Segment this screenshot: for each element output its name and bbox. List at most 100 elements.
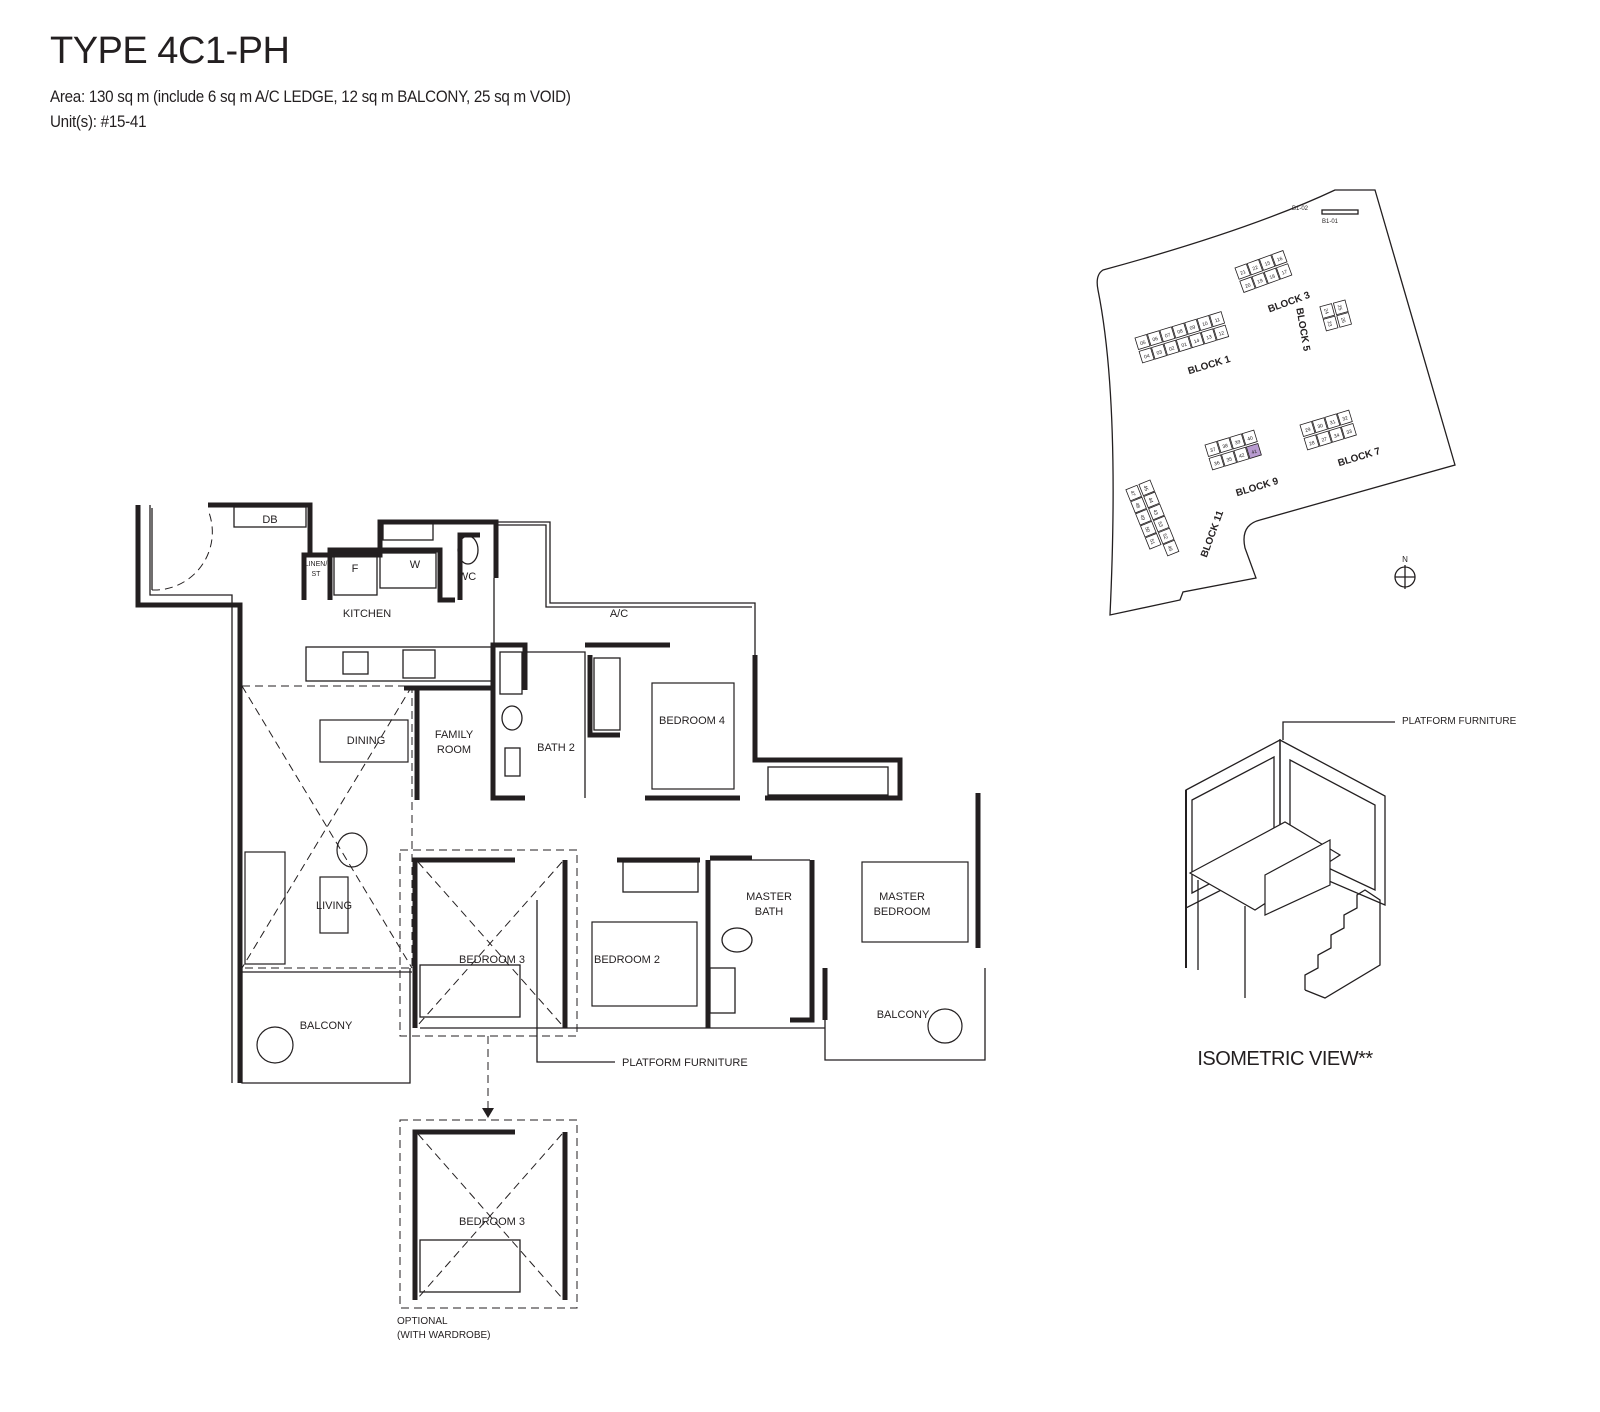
site-unit-number: 04 <box>1143 353 1150 360</box>
site-unit-number: 47 <box>1128 490 1136 498</box>
balcony-chair <box>256 1026 294 1064</box>
iso-platform-rail <box>1264 838 1331 916</box>
wall <box>412 1129 515 1300</box>
site-unit <box>1208 454 1225 471</box>
site-unit <box>1324 413 1341 430</box>
area-text: Area: 130 sq m (include 6 sq m A/C LEDGE… <box>50 88 571 106</box>
site-unit <box>1263 267 1281 285</box>
site-unit <box>1271 250 1288 267</box>
site-unit-number: 53 <box>1156 521 1164 529</box>
site-unit <box>1135 508 1152 526</box>
balcony-chair <box>927 1008 963 1044</box>
highlighted-unit <box>1245 442 1262 459</box>
wall <box>490 690 525 801</box>
site-unit-number: 12 <box>1218 330 1225 337</box>
site-unit-number: 49 <box>1138 514 1146 522</box>
site-unit-number: 07 <box>1164 332 1171 339</box>
label-bedroom3: BEDROOM 3 <box>459 954 525 966</box>
balcony-outline <box>824 968 986 1061</box>
label-master-bath-2: BATH <box>755 906 784 918</box>
site-unit-number: 33 <box>1346 429 1353 436</box>
road-marker <box>1321 209 1359 215</box>
site-unit-number: 17 <box>1281 269 1288 277</box>
shower-tray <box>709 967 736 1014</box>
site-unit-number: 43 <box>1151 509 1159 517</box>
site-unit-number: 50 <box>1143 526 1151 534</box>
wall <box>327 547 455 603</box>
site-unit-number: 26 <box>1339 317 1346 324</box>
site-unit <box>1340 422 1357 439</box>
label-master-bed-2: BEDROOM <box>874 906 931 918</box>
site-unit-number: 37 <box>1209 447 1216 454</box>
washer <box>379 552 437 589</box>
wall-inner <box>149 505 233 1083</box>
site-unit <box>1157 527 1175 545</box>
iso-title: ISOMETRIC VIEW** <box>1197 1048 1373 1070</box>
label-master-bed-1: MASTER <box>879 891 925 903</box>
site-unit-number: 08 <box>1177 328 1184 335</box>
site-unit <box>1275 263 1293 280</box>
iso-side-wall <box>1279 738 1386 906</box>
site-unit <box>1322 315 1339 332</box>
site-unit-number: 44 <box>1146 497 1154 505</box>
site-unit <box>1311 417 1328 434</box>
bed-bedroom3 <box>419 964 521 1018</box>
site-unit-number: 22 <box>1252 265 1259 273</box>
site-unit <box>1258 254 1276 271</box>
site-unit-number: 21 <box>1240 269 1247 277</box>
site-unit <box>1148 503 1165 521</box>
site-unit <box>1319 303 1336 319</box>
master-toilet <box>721 927 753 953</box>
site-unit <box>1204 440 1221 457</box>
wall <box>404 642 528 691</box>
site-unit <box>1188 332 1205 349</box>
armchair <box>336 832 368 868</box>
road-label: B1-01 <box>1322 219 1339 225</box>
site-unit <box>1134 333 1151 350</box>
label-living: LIVING <box>316 900 352 912</box>
site-unit <box>1196 314 1213 331</box>
bed-optional <box>419 1239 521 1293</box>
iso-leader <box>1282 721 1395 740</box>
wardrobe <box>767 766 889 796</box>
label-balcony-left: BALCONY <box>300 1020 353 1032</box>
wall <box>790 860 815 1023</box>
label-optional-bedroom3: BEDROOM 3 <box>459 1216 525 1228</box>
site-unit <box>1246 258 1264 276</box>
label-wc: WC <box>458 571 476 583</box>
site-unit-number: 02 <box>1168 345 1175 352</box>
site-unit-number: 40 <box>1247 435 1254 442</box>
site-unit <box>1163 339 1180 356</box>
floor-plan: DB LINEN/ ST F W WC KITCHEN A/C DINING F… <box>135 502 986 1341</box>
iso-platform <box>1188 821 1342 911</box>
label-washer: W <box>410 559 421 571</box>
site-unit-number: 18 <box>1269 273 1276 281</box>
site-unit <box>1241 429 1258 446</box>
label-fridge: F <box>352 563 359 575</box>
site-unit-number: 03 <box>1156 349 1163 356</box>
ac-ledge-outline <box>496 521 756 655</box>
site-unit <box>1139 520 1157 538</box>
void-diagonal <box>417 1133 563 1299</box>
site-unit-number: 09 <box>1189 324 1196 331</box>
balcony-outline <box>241 968 411 1084</box>
site-unit <box>1125 484 1143 502</box>
site-unit <box>1299 420 1316 437</box>
hob <box>402 649 436 679</box>
site-unit <box>1303 434 1320 451</box>
site-unit-number: 06 <box>1152 336 1159 343</box>
site-unit <box>1213 324 1230 341</box>
road-label: B1-02 <box>1292 206 1309 212</box>
site-unit <box>1171 322 1188 339</box>
label-family-1: FAMILY <box>435 729 474 741</box>
wall <box>301 552 330 600</box>
iso-window <box>1289 758 1376 892</box>
iso-stairs <box>1304 889 1381 999</box>
site-unit <box>1175 335 1192 352</box>
shower-tray <box>382 521 434 541</box>
site-unit <box>1138 347 1155 364</box>
